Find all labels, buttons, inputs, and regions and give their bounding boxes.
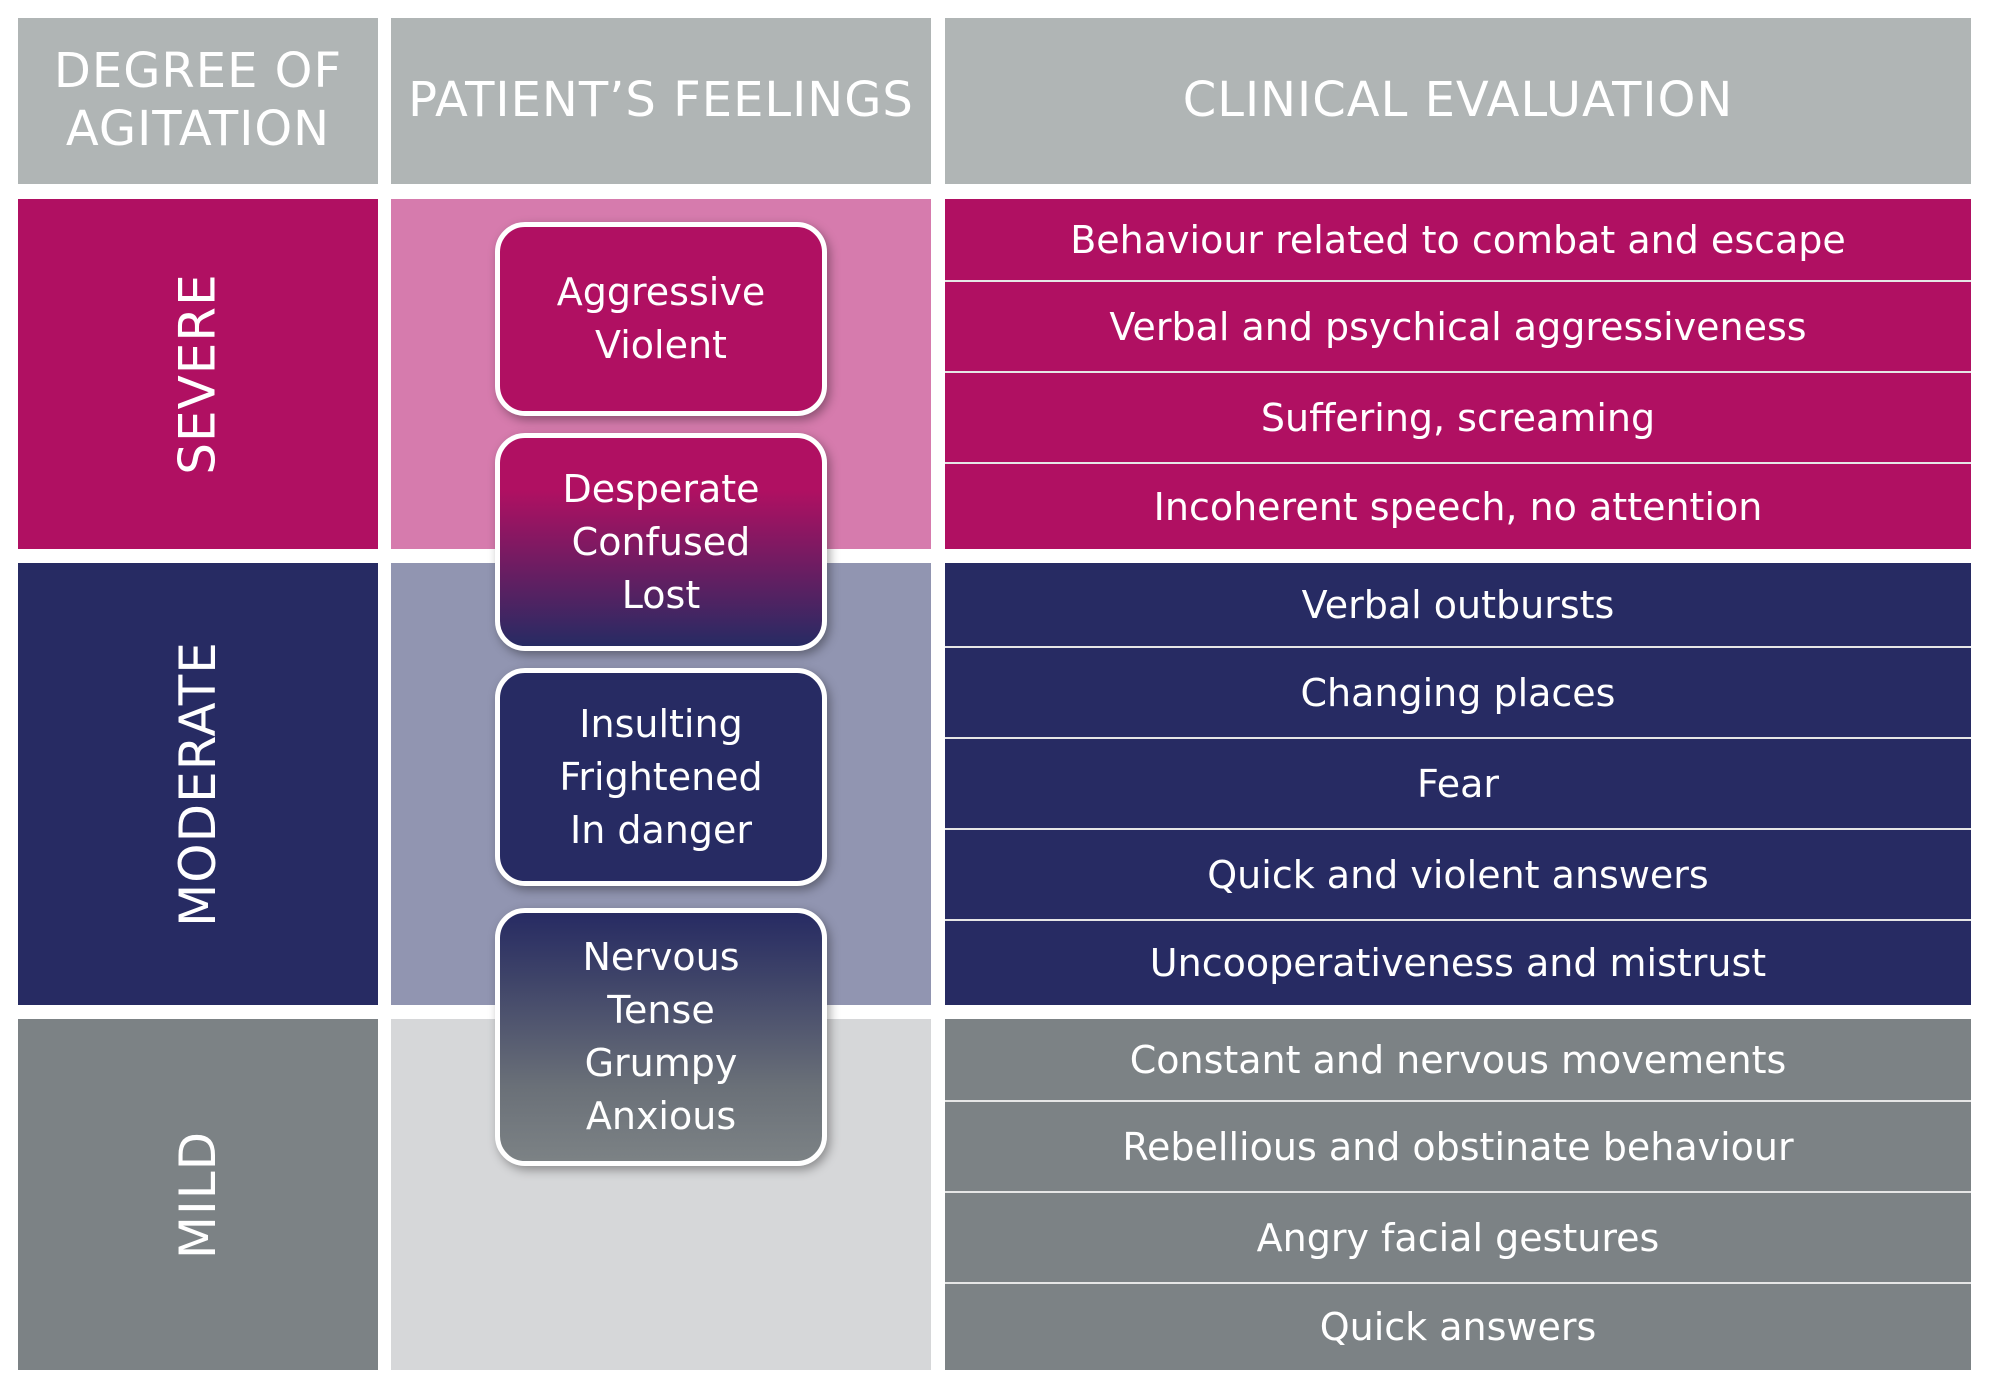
evaluation-header: CLINICAL EVALUATION — [945, 18, 1971, 184]
feeling-text: Insulting — [579, 701, 743, 746]
feeling-box-insulting: Insulting Frightened In danger — [495, 668, 827, 886]
feeling-text: In danger — [570, 807, 752, 852]
evaluation-row: Constant and nervous movements — [945, 1019, 1971, 1102]
feeling-text: Aggressive — [556, 270, 766, 314]
evaluation-row: Incoherent speech, no attention — [945, 464, 1971, 549]
evaluation-row: Rebellious and obstinate behaviour — [945, 1102, 1971, 1193]
feeling-box-aggressive: Aggressive Violent — [495, 222, 827, 416]
evaluation-row: Uncooperativeness and mistrust — [945, 921, 1971, 1005]
feeling-text: Lost — [621, 572, 701, 617]
evaluation-row: Behaviour related to combat and escape — [945, 199, 1971, 282]
moderate-label: MODERATE — [168, 641, 227, 927]
feeling-text: Tense — [607, 988, 715, 1032]
feeling-text: Confused — [571, 519, 751, 564]
feeling-text: Desperate — [562, 466, 760, 511]
moderate-level: MODERATE — [18, 563, 378, 1005]
evaluation-row: Quick and violent answers — [945, 830, 1971, 921]
feeling-text: Nervous — [582, 935, 740, 979]
degree-header-line2: AGITATION — [65, 101, 331, 157]
evaluation-row: Changing places — [945, 648, 1971, 739]
mild-level: MILD — [18, 1019, 378, 1370]
mild-label: MILD — [169, 1130, 227, 1259]
feeling-text: Grumpy — [584, 1041, 738, 1085]
evaluation-row: Verbal and psychical aggressiveness — [945, 282, 1971, 373]
feeling-text: Violent — [595, 323, 727, 367]
evaluation-row: Suffering, screaming — [945, 373, 1971, 464]
evaluation-row: Verbal outbursts — [945, 563, 1971, 648]
evaluation-row: Angry facial gestures — [945, 1193, 1971, 1284]
evaluation-row: Quick answers — [945, 1284, 1971, 1370]
degree-header-line1: DEGREE OF — [53, 43, 343, 100]
feeling-text: Frightened — [559, 754, 763, 799]
feeling-text: Anxious — [585, 1094, 737, 1138]
severe-level: SEVERE — [18, 199, 378, 549]
feelings-header: PATIENT’S FEELINGS — [391, 18, 931, 184]
severe-label: SEVERE — [169, 273, 227, 475]
feeling-box-nervous: Nervous Tense Grumpy Anxious — [495, 908, 827, 1166]
feeling-box-desperate: Desperate Confused Lost — [495, 433, 827, 651]
evaluation-row: Fear — [945, 739, 1971, 830]
